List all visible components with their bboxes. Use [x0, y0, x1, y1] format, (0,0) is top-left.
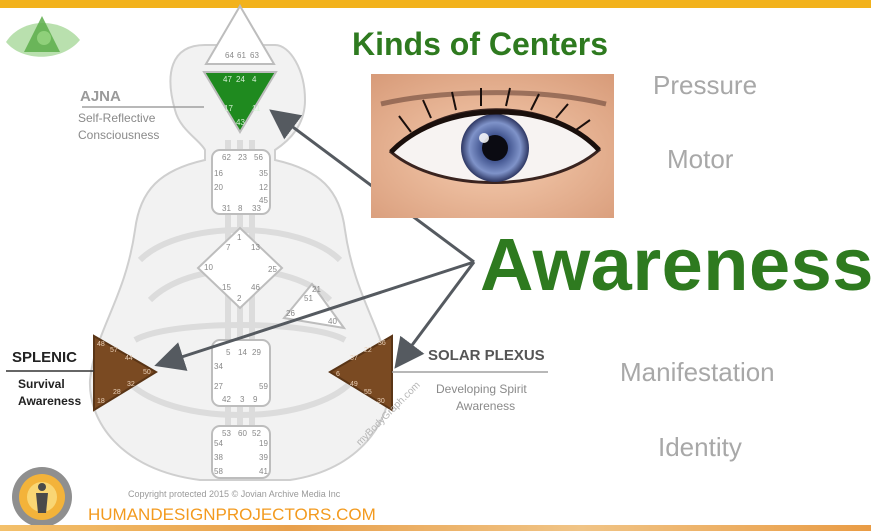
kind-motor: Motor [667, 144, 734, 174]
gate-41: 41 [259, 467, 268, 476]
splenic-label-line1: Survival [18, 377, 65, 391]
gate-47: 47 [223, 75, 232, 84]
kind-manifestation: Manifestation [620, 357, 775, 387]
throat-center [211, 149, 271, 215]
eye-illustration [371, 74, 614, 218]
gate-28: 28 [113, 389, 121, 396]
gate-64: 64 [225, 51, 234, 60]
head-center [204, 4, 276, 65]
arrow-to-spleen [154, 260, 475, 371]
eye-image [371, 74, 614, 218]
gate-48: 48 [97, 341, 105, 348]
gate-18: 18 [97, 398, 105, 405]
ajna-label-line2: Consciousness [78, 128, 160, 142]
gate-42: 42 [222, 395, 231, 404]
gate-23: 23 [238, 153, 247, 162]
gate-25: 25 [268, 265, 277, 274]
gate-17: 17 [224, 104, 233, 113]
gate-24: 24 [236, 75, 245, 84]
gate-11: 11 [252, 104, 261, 113]
gate-53: 53 [222, 429, 231, 438]
gate-16: 16 [214, 169, 223, 178]
solar-plexus-label-line1: Developing Spirit [436, 382, 527, 396]
gate-52: 52 [252, 429, 261, 438]
kind-pressure: Pressure [653, 70, 758, 100]
gate-55: 55 [364, 389, 372, 396]
gate-2: 2 [237, 294, 242, 303]
gate-13: 13 [251, 243, 260, 252]
gate-3: 3 [240, 395, 245, 404]
gate-9: 9 [253, 395, 258, 404]
arrow-to-solar [394, 261, 476, 369]
gate-14: 14 [238, 348, 247, 357]
ajna-label-line1: Self-Reflective [78, 111, 156, 125]
solar-plexus-label-title: SOLAR PLEXUS [428, 347, 545, 364]
gate-61: 61 [237, 51, 246, 60]
gate-32: 32 [127, 381, 135, 388]
splenic-label-title: SPLENIC [12, 349, 78, 366]
gate-33: 33 [252, 204, 261, 213]
gate-57: 57 [110, 347, 118, 354]
gate-12: 12 [259, 183, 268, 192]
website-link[interactable]: HUMANDESIGNPROJECTORS.COM [88, 505, 376, 524]
gate-40: 40 [328, 317, 337, 326]
gate-46: 46 [251, 283, 260, 292]
bottom-left-logo [12, 467, 72, 527]
awareness-heading: Awareness [480, 223, 871, 306]
gate-30: 30 [377, 398, 385, 405]
gate-22: 22 [364, 347, 372, 354]
bottom-accent-bar [0, 525, 871, 531]
gate-60: 60 [238, 429, 247, 438]
kind-identity: Identity [658, 432, 742, 462]
gate-21: 21 [312, 285, 321, 294]
gate-31: 31 [222, 204, 231, 213]
gate-59: 59 [259, 382, 268, 391]
gate-8: 8 [238, 204, 243, 213]
gate-62: 62 [222, 153, 231, 162]
gate-36: 36 [378, 340, 386, 347]
gate-54: 54 [214, 439, 223, 448]
gate-43: 43 [236, 118, 245, 127]
gate-38: 38 [214, 453, 223, 462]
gate-29: 29 [252, 348, 261, 357]
gate-58: 58 [214, 467, 223, 476]
gate-37: 37 [350, 355, 358, 362]
gate-63: 63 [250, 51, 259, 60]
copyright-notice: Copyright protected 2015 © Jovian Archiv… [128, 489, 341, 499]
gate-51: 51 [304, 294, 313, 303]
bodygraph-diagram: 64 61 63 47 24 4 17 11 43 62 23 56 16 20… [6, 4, 548, 481]
sacral-center [211, 339, 271, 407]
top-left-logo [6, 16, 80, 57]
gate-39: 39 [259, 453, 268, 462]
ajna-label-title: AJNA [80, 88, 121, 105]
root-center [211, 425, 271, 479]
solar-plexus-center [328, 334, 393, 412]
gate-34: 34 [214, 362, 223, 371]
gate-35: 35 [259, 169, 268, 178]
gate-56: 56 [254, 153, 263, 162]
gate-49: 49 [350, 381, 358, 388]
splenic-label-line2: Awareness [18, 394, 82, 408]
ajna-center [202, 71, 278, 134]
gate-50: 50 [143, 369, 151, 376]
spleen-center [93, 334, 158, 412]
gate-4: 4 [252, 75, 257, 84]
solar-plexus-label-line2: Awareness [456, 399, 516, 413]
page-title: Kinds of Centers [352, 26, 609, 62]
g-center [196, 226, 284, 310]
gate-10: 10 [204, 263, 213, 272]
gate-5: 5 [226, 348, 231, 357]
gate-19: 19 [259, 439, 268, 448]
gate-27: 27 [214, 382, 223, 391]
gate-15: 15 [222, 283, 231, 292]
gate-6: 6 [336, 371, 340, 378]
gate-44: 44 [125, 355, 133, 362]
gate-26: 26 [286, 309, 295, 318]
gate-45: 45 [259, 196, 268, 205]
gate-1: 1 [237, 233, 242, 242]
gate-20: 20 [214, 183, 223, 192]
gate-7: 7 [226, 243, 231, 252]
heart-center [282, 282, 347, 330]
top-accent-bar [0, 0, 871, 8]
